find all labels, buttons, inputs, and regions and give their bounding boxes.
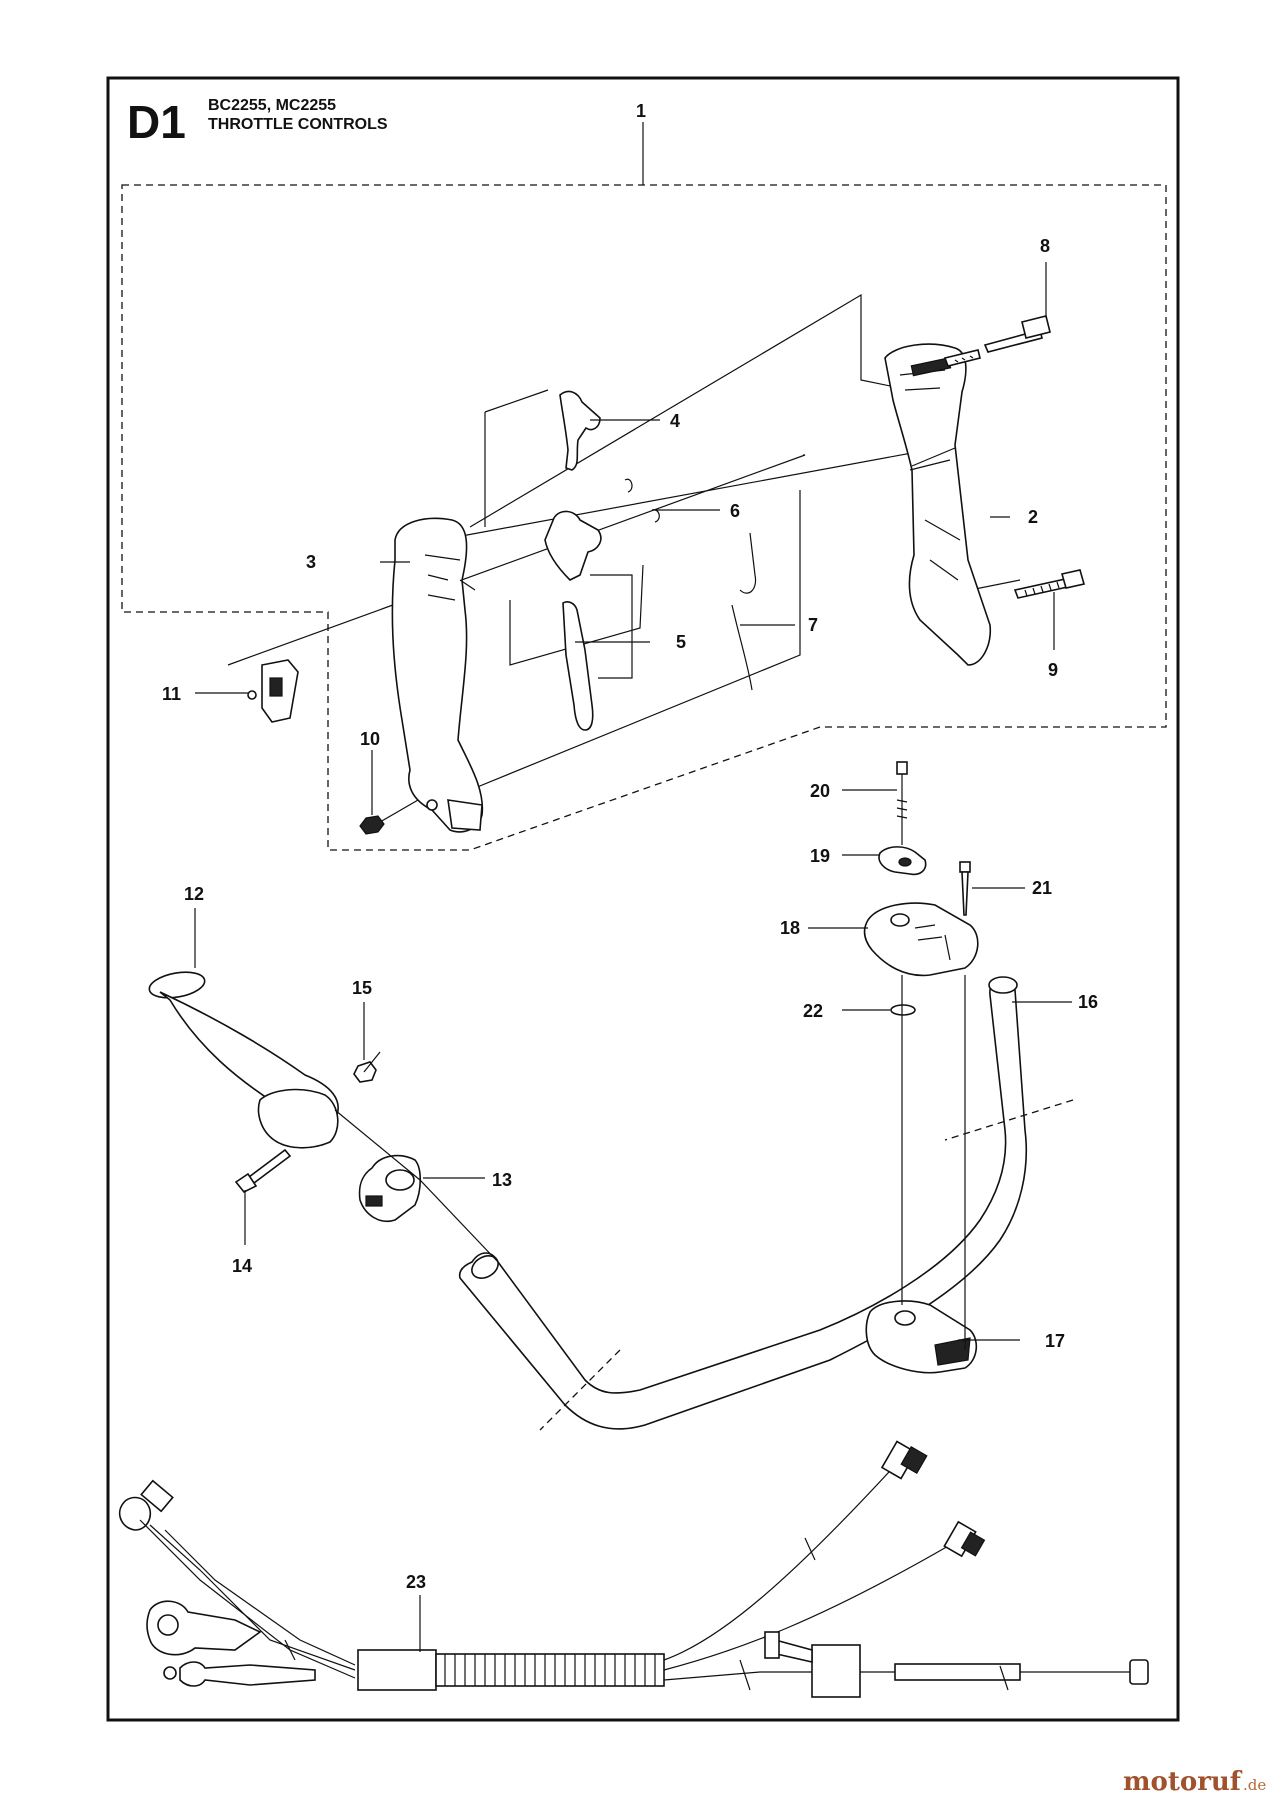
bar-clamp-lower	[865, 1300, 978, 1374]
callout-8: 8	[1040, 236, 1050, 256]
lock-lever	[559, 390, 601, 471]
callout-12: 12	[184, 884, 204, 904]
callout-18: 18	[780, 918, 800, 938]
bolt-20	[896, 761, 908, 845]
callout-9: 9	[1048, 660, 1058, 680]
callout-7: 7	[808, 615, 818, 635]
callout-3: 3	[306, 552, 316, 572]
callout-17: 17	[1045, 1331, 1065, 1351]
callout-19: 19	[810, 846, 830, 866]
washer-22	[890, 1004, 916, 1016]
handle-left-half	[391, 517, 484, 833]
callout-leaders	[194, 262, 1072, 1652]
screws-top	[943, 315, 1051, 367]
model-numbers: BC2255, MC2255	[208, 97, 336, 114]
nut-10	[359, 815, 385, 835]
callout-15: 15	[352, 978, 372, 998]
callout-23: 23	[406, 1572, 426, 1592]
watermark-logo: motoruf .de	[1123, 1767, 1266, 1797]
diagram-frame	[106, 76, 1180, 1722]
callout-1: 1	[636, 101, 646, 121]
callout-2: 2	[1028, 507, 1038, 527]
callout-20: 20	[810, 781, 830, 801]
callout-10: 10	[360, 729, 380, 749]
handle-right-half	[884, 343, 992, 666]
stop-switch	[247, 659, 299, 723]
diagram-title: THROTTLE CONTROLS	[208, 116, 388, 133]
callout-4: 4	[670, 411, 680, 431]
callout-11: 11	[162, 684, 181, 704]
screw-right	[1013, 569, 1086, 599]
section-code: D1	[127, 96, 186, 148]
callout-21: 21	[1032, 878, 1052, 898]
throttle-wire	[731, 532, 757, 691]
callout-14: 14	[232, 1256, 252, 1276]
callout-5: 5	[676, 632, 686, 652]
callout-6: 6	[730, 501, 740, 521]
clamp-knob	[878, 846, 927, 876]
loop-grip	[148, 971, 339, 1149]
watermark-tld: .de	[1243, 1776, 1266, 1794]
callout-22: 22	[803, 1001, 823, 1021]
watermark-brand: motoruf	[1123, 1767, 1243, 1797]
assembly-boundary	[121, 184, 1167, 851]
nut-15-axis	[363, 1051, 381, 1073]
bar-clamp-upper	[863, 902, 979, 977]
loop-clamp	[358, 1154, 422, 1222]
bar-guides	[334, 975, 1074, 1431]
callout-13: 13	[492, 1170, 512, 1190]
callout-16: 16	[1078, 992, 1098, 1012]
screw-14	[234, 1148, 292, 1194]
screw-21	[959, 861, 971, 916]
throttle-trigger	[544, 510, 602, 731]
nut-15	[353, 1061, 377, 1083]
callout-numbers: 1 2 3 4 5 6 7 8 9 10 11 12 13 14 15 16 1…	[162, 101, 1098, 1592]
throttle-cable-harness	[118, 1440, 1149, 1698]
